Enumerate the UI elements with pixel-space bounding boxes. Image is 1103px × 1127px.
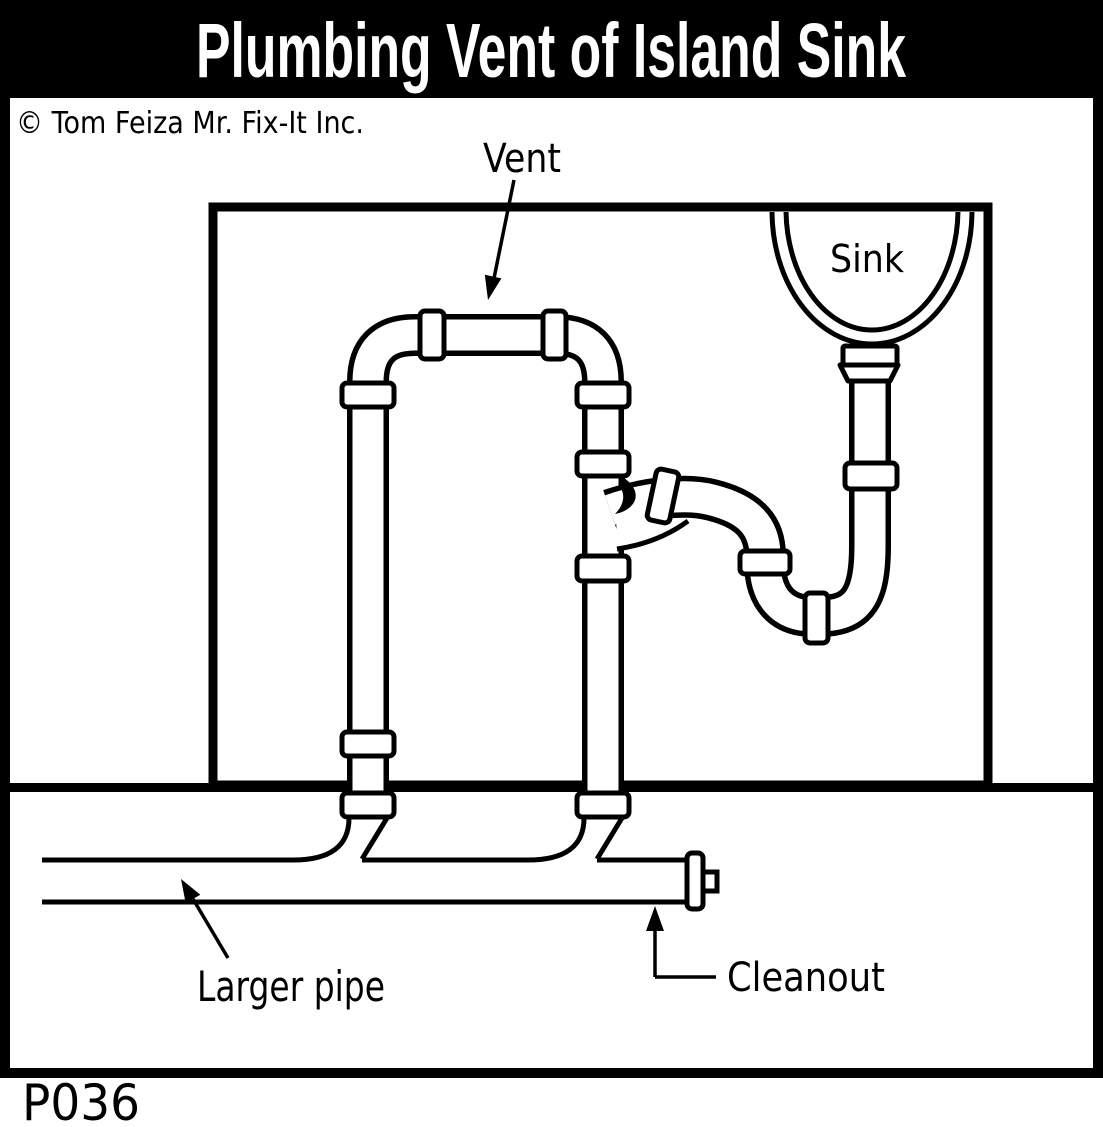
vent-arrow xyxy=(484,179,516,300)
cleanout-fitting xyxy=(684,850,720,912)
cleanout-label: Cleanout xyxy=(727,955,885,1001)
vent-pipe-run xyxy=(347,314,624,818)
wye-sweep-fill xyxy=(616,512,686,551)
right-riser-notch xyxy=(594,816,625,861)
larger-pipe xyxy=(42,816,690,905)
page-title: Plumbing Vent of Island Sink xyxy=(196,8,906,94)
copyright-text: © Tom Feiza Mr. Fix-It Inc. xyxy=(16,106,364,141)
cleanout-arrow xyxy=(646,906,716,979)
vent-arrowhead-icon xyxy=(484,274,502,300)
wye-junction xyxy=(615,478,690,552)
vent-label: Vent xyxy=(483,136,561,182)
coupling xyxy=(339,790,397,820)
left-riser-notch xyxy=(359,816,390,861)
diagram-code: P036 xyxy=(22,1074,140,1127)
right-riser-sweep xyxy=(527,817,587,863)
larger-pipe-arrowhead-icon xyxy=(181,879,201,904)
larger-pipe-label: Larger pipe xyxy=(197,962,385,1011)
wye-beak xyxy=(615,478,636,514)
coupling xyxy=(339,729,397,759)
title-bar xyxy=(0,0,1103,98)
sink-label: Sink xyxy=(830,237,904,281)
coupling xyxy=(644,466,682,526)
coupling xyxy=(574,449,632,479)
coupling xyxy=(737,548,793,577)
coupling xyxy=(574,553,632,584)
coupling xyxy=(574,380,632,410)
wye-sweep-edge xyxy=(616,518,690,552)
cleanout-cap xyxy=(684,850,706,912)
tailpiece-fitting xyxy=(837,343,901,384)
larger-pipe-arrow xyxy=(181,879,230,959)
coupling xyxy=(574,790,632,820)
tailpiece-collar xyxy=(840,343,900,368)
sink-bowl-inner xyxy=(783,212,961,333)
coupling xyxy=(802,590,831,646)
cleanout-arrowhead-icon xyxy=(646,906,664,931)
coupling xyxy=(417,308,447,362)
coupling xyxy=(842,460,900,492)
coupling xyxy=(339,380,397,410)
left-riser-sweep xyxy=(292,817,352,863)
page-frame xyxy=(0,0,1103,1078)
larger-pipe-arrow-line xyxy=(191,898,230,959)
pipe-couplings xyxy=(339,308,900,820)
vent-pipe-interior xyxy=(352,319,619,818)
vent-arrow-line xyxy=(490,179,516,289)
coupling xyxy=(540,308,569,362)
